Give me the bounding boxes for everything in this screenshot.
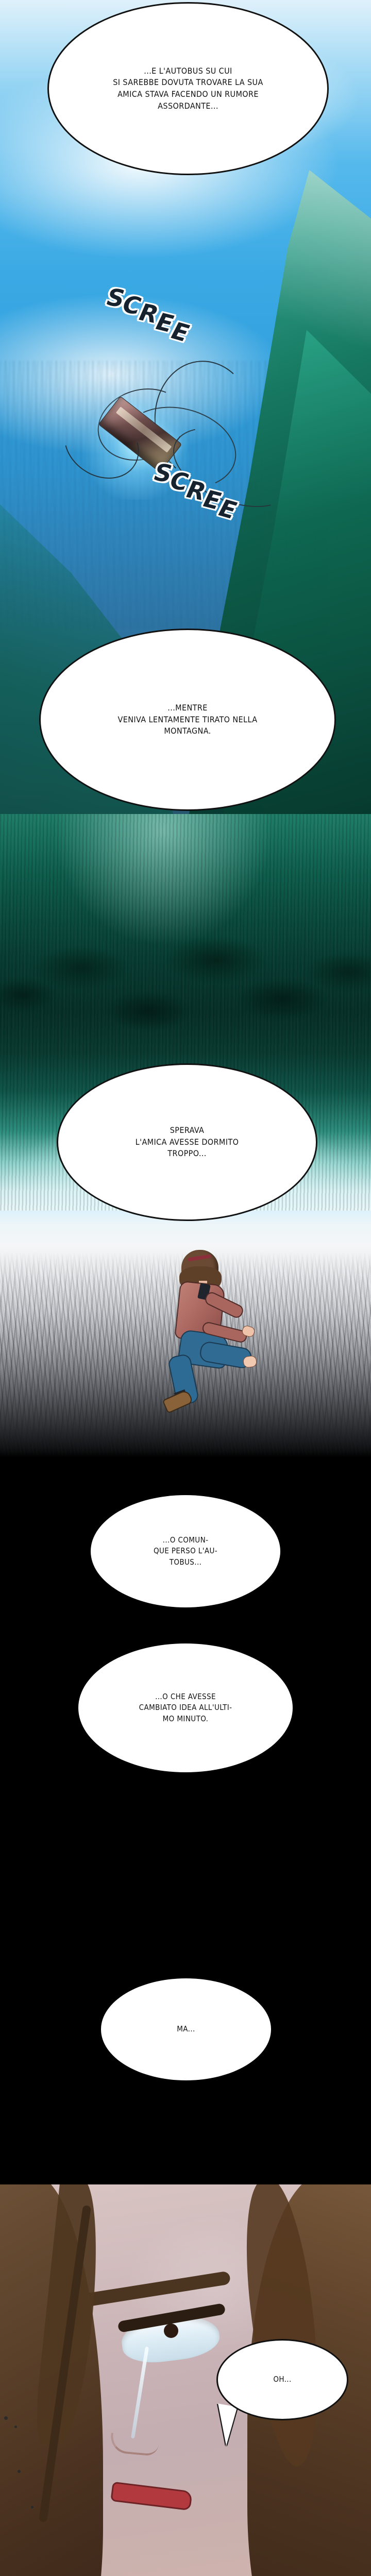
speckle (14, 2426, 17, 2428)
speckle (4, 2416, 8, 2420)
face-artwork (0, 2183, 371, 2576)
bubble-text: ...O COMUN- QUE PERSO L'AU- TOBUS... (153, 1535, 218, 1567)
eyebrow (81, 2270, 231, 2308)
hand-lower (242, 1355, 258, 1368)
bubble-text: OH... (273, 2375, 292, 2384)
screech-sound-effect-top: SCREE (105, 283, 191, 348)
vine-strand (148, 355, 261, 486)
falling-bus (98, 396, 182, 473)
shoe (162, 1389, 194, 1414)
bubble-ma-narration: MA... (101, 1978, 271, 2080)
speckle (18, 2470, 21, 2473)
bubble-comunque-narration: ...O COMUN- QUE PERSO L'AU- TOBUS... (91, 1495, 280, 1607)
screech-sound-effect-bottom: SCREE (153, 458, 239, 525)
mouth (110, 2481, 193, 2511)
speckle (31, 2506, 33, 2509)
bubble-text: MA... (177, 2024, 195, 2034)
bubble-text: ...O CHE AVESSE CAMBIATO IDEA ALL'ULTI- … (139, 1692, 232, 1723)
bubble-opening-narration: ...E L'AUTOBUS SU CUI SI SAREBBE DOVUTA … (47, 2, 329, 175)
distant-pine-texture (0, 361, 371, 629)
iris-right (164, 2324, 178, 2338)
bubble-cambiato-idea-narration: ...O CHE AVESSE CAMBIATO IDEA ALL'ULTI- … (78, 1643, 293, 1772)
nose (109, 2432, 160, 2457)
grass-field-panel (0, 1211, 371, 1458)
bubble-text: SPERAVA L'AMICA AVESSE DORMITO TROPPO... (135, 1125, 239, 1159)
crying-face-panel (0, 2138, 371, 2576)
bubble-mentre-narration: ...MENTRE VENIVA LENTAMENTE TIRATO NELLA… (39, 629, 336, 811)
bubble-sperava-narration: SPERAVA L'AMICA AVESSE DORMITO TROPPO... (57, 1063, 317, 1221)
vine-strand (161, 412, 305, 523)
running-girl-figure (155, 1249, 258, 1419)
bubble-text: ...E L'AUTOBUS SU CUI SI SAREBBE DOVUTA … (113, 65, 263, 111)
bubble-text: ...MENTRE VENIVA LENTAMENTE TIRATO NELLA… (117, 702, 258, 736)
bubble-oh-dialogue: OH... (216, 2339, 348, 2420)
panel-gutter (0, 2138, 371, 2184)
